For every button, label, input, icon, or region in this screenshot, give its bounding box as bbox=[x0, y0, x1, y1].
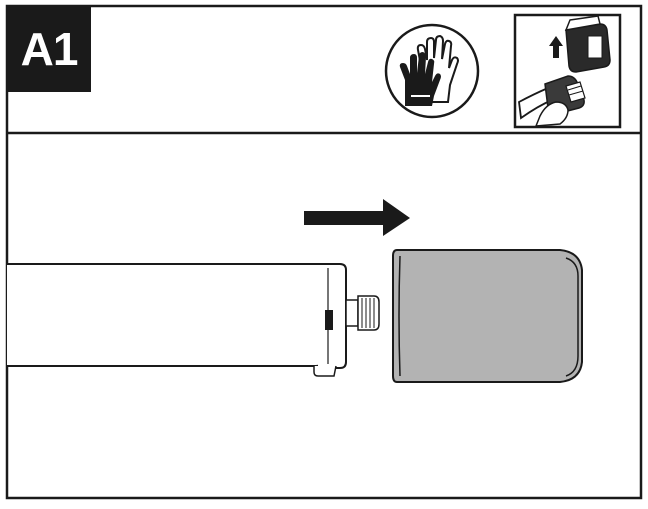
end-cap bbox=[392, 249, 583, 383]
gloves-icon bbox=[384, 23, 480, 119]
outer-border bbox=[5, 4, 643, 500]
arrow-right-icon bbox=[304, 199, 410, 236]
step-label: A1 bbox=[7, 6, 91, 92]
battery-removal-icon bbox=[513, 13, 622, 129]
tube-body bbox=[7, 263, 380, 377]
